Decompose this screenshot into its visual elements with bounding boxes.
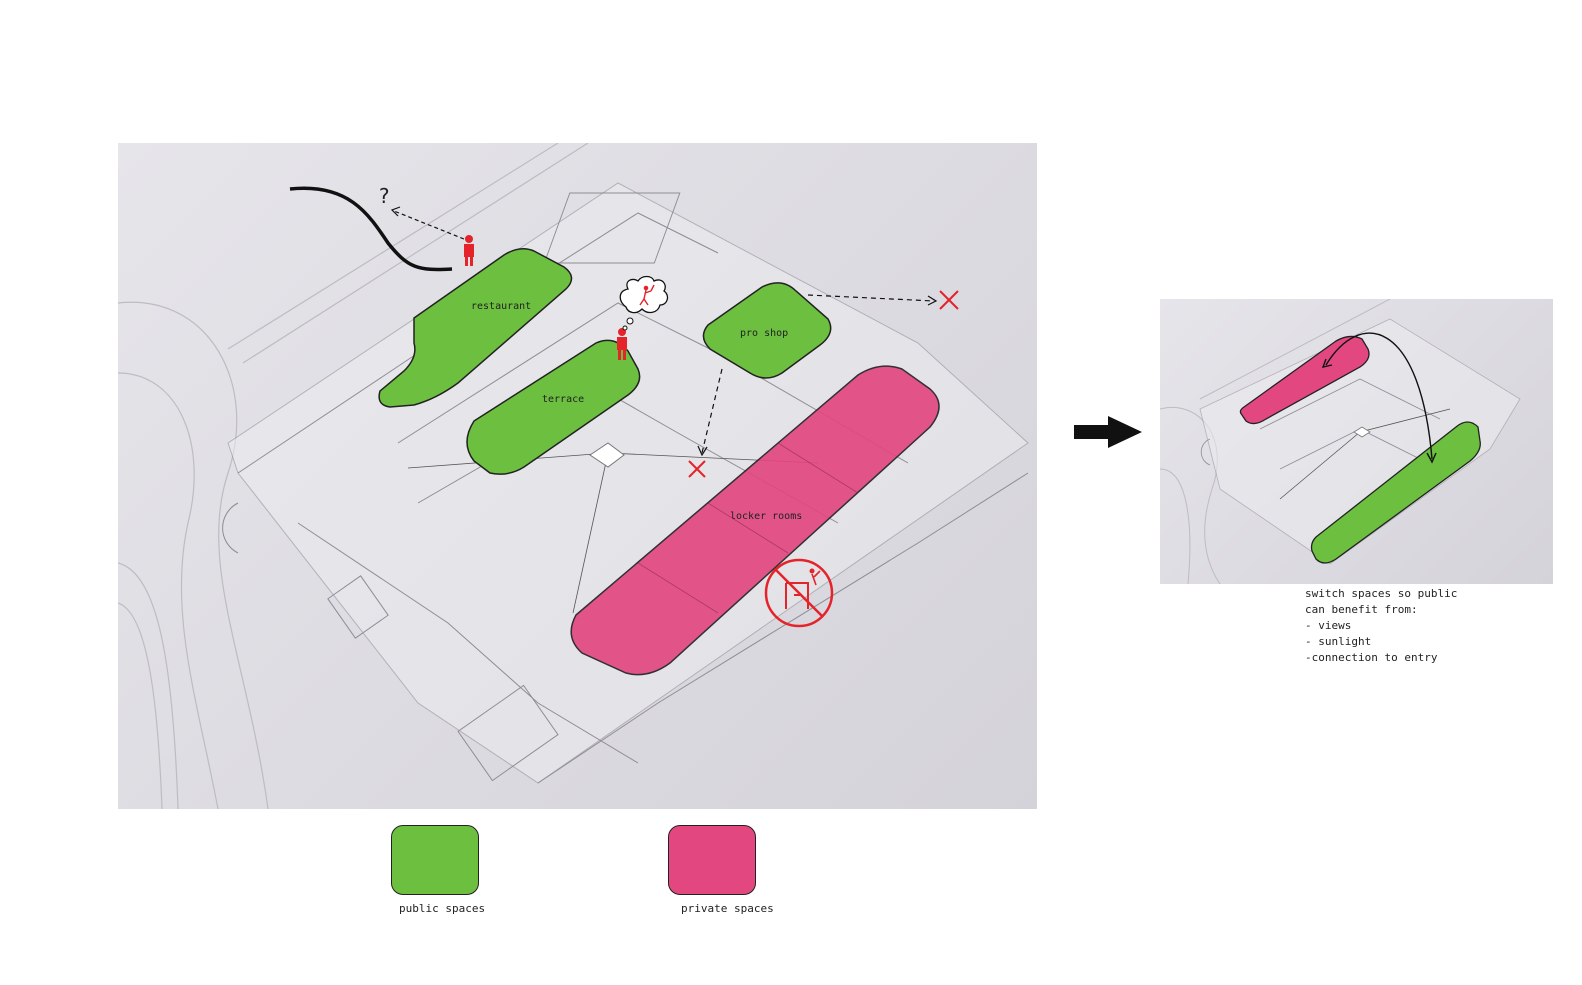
legend-public-label: public spaces <box>399 902 486 915</box>
note-line: can benefit from: <box>1305 603 1418 616</box>
question-mark: ? <box>378 184 390 208</box>
locker-rooms-zone: locker rooms <box>570 365 940 676</box>
switch-spaces-note: switch spaces so public can benefit from… <box>1305 586 1457 666</box>
building-outline <box>222 182 1029 784</box>
proposed-layout-panel <box>1160 299 1553 584</box>
thought-bubble-icon <box>619 275 669 331</box>
terrace-label: terrace <box>542 394 584 405</box>
note-line: - sunlight <box>1305 635 1372 648</box>
legend-private-label: private spaces <box>681 902 774 915</box>
note-line: switch spaces so public <box>1305 587 1458 600</box>
building-outline <box>1199 318 1521 565</box>
arrow-right-icon <box>1074 416 1142 448</box>
person-icon <box>464 235 474 266</box>
pro-shop-zone: pro shop <box>702 282 832 379</box>
proposed-layout-drawing <box>1160 299 1521 584</box>
path-curve <box>289 186 453 272</box>
note-line: - views <box>1305 619 1352 632</box>
proposed-public-zone <box>1310 421 1481 564</box>
restaurant-zone: restaurant <box>378 248 573 408</box>
pro-shop-label: pro shop <box>740 328 788 339</box>
cross-icon <box>688 460 706 478</box>
dashed-arrow-question <box>393 210 465 240</box>
swap-arrow <box>1325 332 1433 460</box>
note-line: -connection to entry <box>1305 651 1438 664</box>
current-layout-drawing: restaurant terrace pro shop locker rooms… <box>118 143 1029 809</box>
cross-icon <box>939 290 959 310</box>
site-context <box>1160 299 1391 584</box>
legend-private-swatch <box>668 825 756 895</box>
dashed-arrow-east <box>807 294 935 302</box>
legend-public-swatch <box>391 825 479 895</box>
no-entry-icon <box>764 558 834 628</box>
current-layout-panel: restaurant terrace pro shop locker rooms… <box>118 143 1037 809</box>
site-context <box>118 143 589 809</box>
locker-rooms-label: locker rooms <box>730 511 802 522</box>
restaurant-label: restaurant <box>471 301 531 312</box>
